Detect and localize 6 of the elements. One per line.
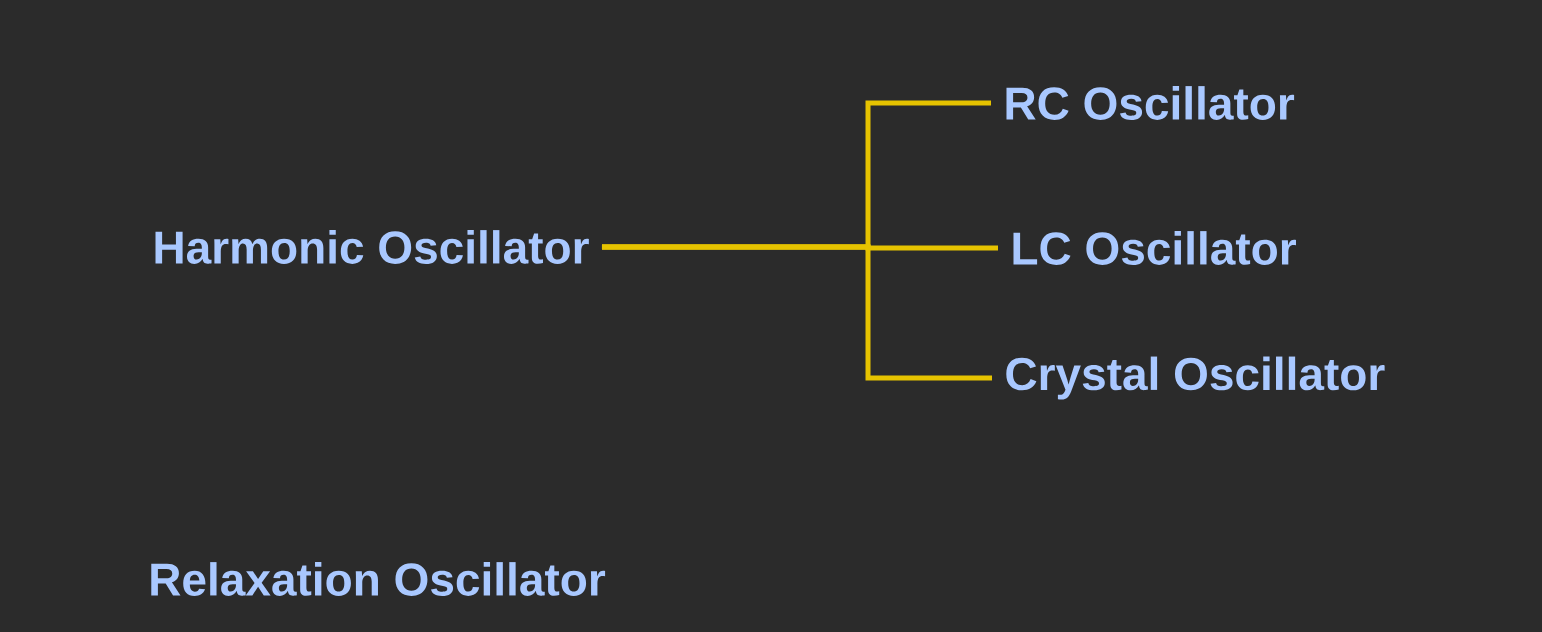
oscillator-label: Crystal Oscillator: [1006, 356, 1385, 400]
oscillator-label: RC Oscillator: [1006, 86, 1295, 120]
connector-line: [602, 244, 992, 381]
oscillator-label: Relaxation Oscillator: [151, 562, 606, 596]
oscillator-label: LC Oscillator: [1013, 231, 1296, 265]
oscillator-label: Harmonic Oscillator: [155, 230, 589, 264]
